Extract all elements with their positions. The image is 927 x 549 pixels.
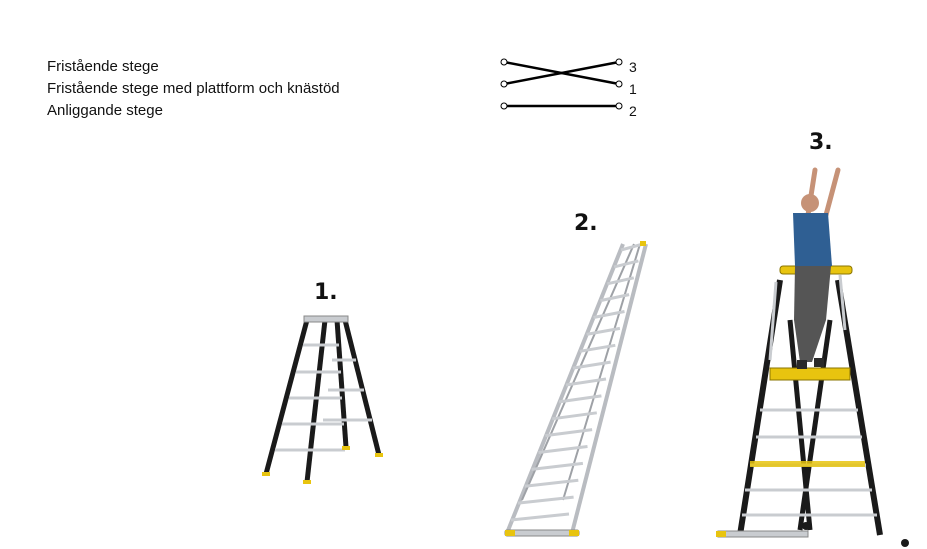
statement-3: Anliggande stege (47, 102, 163, 119)
ladder-rung (579, 343, 616, 353)
ladder-rung (517, 495, 574, 505)
extension-ladder-image (504, 241, 648, 537)
answer-number-2: 1 (629, 81, 637, 97)
figure-label-2: 2. (574, 211, 598, 236)
endpoint-left-3 (500, 102, 508, 110)
ladder-rung (606, 276, 635, 286)
ladder-rung (552, 411, 598, 421)
ladder-rung (565, 377, 607, 387)
endpoint-right-2 (615, 80, 623, 88)
ladder-rung (510, 512, 570, 522)
ladder-rung (620, 242, 644, 252)
ladder-rung (572, 360, 611, 370)
figure-label-1: 1. (314, 280, 338, 305)
ladder-rung (531, 461, 584, 471)
statement-2: Fristående stege med plattform och knäst… (47, 80, 340, 97)
endpoint-left-2 (500, 80, 508, 88)
statement-1: Fristående stege (47, 58, 159, 75)
match-line-2 (502, 60, 621, 86)
answer-number-1: 3 (629, 59, 637, 75)
endpoint-right-1 (615, 58, 623, 66)
ladder-rung (600, 293, 630, 303)
ladder-rung (613, 259, 639, 269)
worker-figure (793, 167, 841, 369)
ladder-rung (545, 428, 593, 438)
ladder-rung (586, 326, 621, 336)
platform-ladder-image (716, 167, 909, 547)
ladder-rung (538, 445, 588, 454)
answer-number-3: 2 (629, 103, 637, 119)
figure-label-3: 3. (809, 130, 833, 155)
endpoint-left-1 (500, 58, 508, 66)
ladder-rung (593, 310, 625, 319)
ladder-rung (558, 394, 602, 404)
ladder-rung (524, 478, 579, 488)
endpoint-right-3 (615, 102, 623, 110)
step-ladder-image (262, 315, 383, 484)
